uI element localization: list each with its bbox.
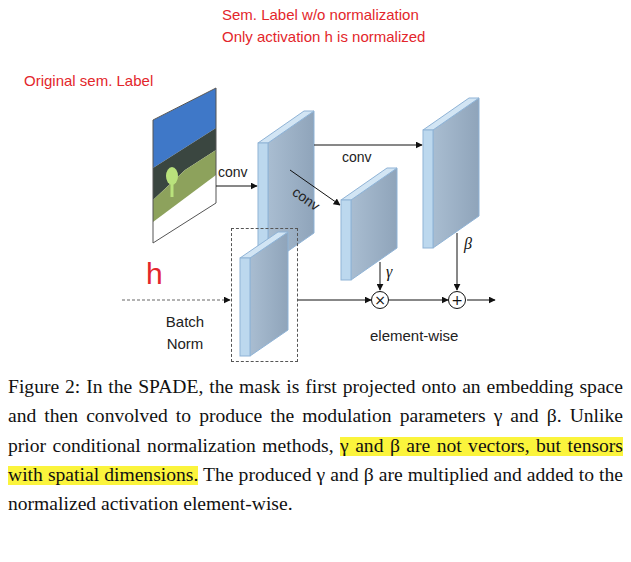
block-top — [240, 232, 288, 258]
seg-border — [153, 88, 216, 243]
operator-symbol: × — [374, 293, 386, 307]
block-top — [423, 98, 479, 130]
operator-symbol: + — [451, 293, 463, 307]
operation-note: element-wise — [370, 327, 458, 345]
flow-arrow — [298, 300, 371, 301]
activation-label: h — [146, 256, 163, 292]
block-top — [258, 111, 314, 143]
norm-box: Batch Norm — [231, 228, 298, 362]
seg-grass — [153, 150, 216, 222]
box-heading: Batch Norm — [156, 311, 214, 355]
conv-label: conv — [218, 164, 248, 181]
seg-trunk — [171, 183, 174, 197]
conv-arrow — [314, 145, 422, 146]
figure-caption: Figure 2: In the SPADE, the mask is firs… — [8, 372, 623, 518]
output-arrow — [467, 300, 495, 301]
seg-tree — [166, 167, 178, 185]
semantic-label-image — [150, 85, 220, 245]
feature-block — [423, 98, 479, 248]
conv-label: conv — [342, 149, 372, 166]
block-front — [240, 258, 250, 356]
feature-block — [240, 232, 288, 356]
seg-ground — [150, 85, 220, 245]
conv-arrow — [216, 186, 257, 187]
multiply-circle: × — [371, 291, 389, 309]
annotation-note: Original sem. Label — [24, 72, 153, 90]
beta-label: β — [464, 234, 472, 253]
flow-arrow — [389, 300, 448, 301]
block-front — [423, 130, 433, 248]
beta-arrow — [457, 233, 458, 290]
block-front — [341, 200, 351, 280]
gamma-label: γ — [386, 262, 392, 281]
annotation-note: Sem. Label w/o normalization — [222, 6, 419, 24]
annotation-note: Only activation h is normalized — [222, 28, 425, 46]
input-arrow — [122, 300, 230, 301]
add-circle: + — [448, 291, 466, 309]
block-top — [341, 168, 397, 200]
gamma-arrow — [380, 262, 381, 290]
